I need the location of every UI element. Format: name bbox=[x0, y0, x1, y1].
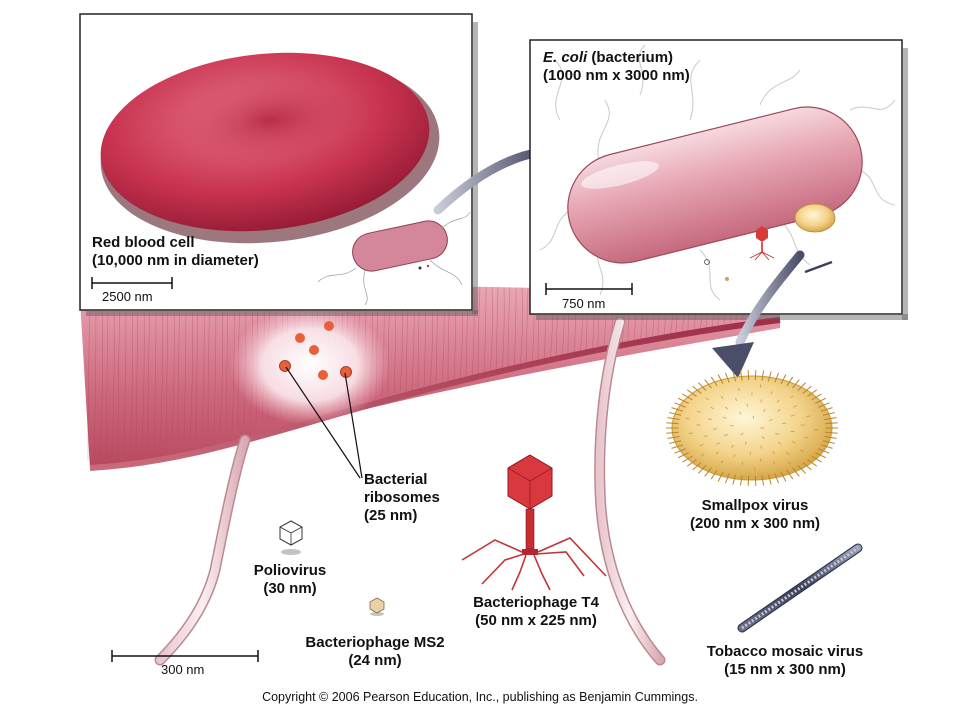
cell-wall-band bbox=[80, 285, 781, 471]
bacteriophage-ms2-label-line1: Bacteriophage MS2 bbox=[305, 634, 445, 651]
ecoli-label-size: (1000 nm x 3000 nm) bbox=[543, 67, 690, 84]
bacteriophage-t4-label-line2: (50 nm x 225 nm) bbox=[475, 612, 597, 629]
smallpox-virus bbox=[666, 370, 838, 486]
bacteriophage-t4-label-line1: Bacteriophage T4 bbox=[473, 594, 599, 611]
bacteriophage-ms2-label-line2: (24 nm) bbox=[348, 652, 402, 669]
ribosomes-label: Bacterial ribosomes (25 nm) bbox=[364, 471, 440, 525]
ribosomes-label-line3: (25 nm) bbox=[364, 507, 418, 524]
red-blood-cell-label-line1: Red blood cell bbox=[92, 234, 195, 251]
bacteriophage-ms2-label: Bacteriophage MS2 (24 nm) bbox=[290, 634, 460, 670]
poliovirus-label-line2: (30 nm) bbox=[263, 580, 317, 597]
smallpox-label-line2: (200 nm x 300 nm) bbox=[689, 515, 821, 532]
flagellum-left bbox=[154, 434, 251, 666]
small-smallpox bbox=[794, 203, 836, 233]
ecoli-label: E. coli (bacterium) (1000 nm x 3000 nm) bbox=[543, 49, 690, 85]
zoom-arrow-to-smallpox bbox=[712, 250, 805, 378]
bacteriophage-ms2 bbox=[369, 597, 385, 616]
ribosome-highlight bbox=[230, 305, 390, 425]
poliovirus bbox=[279, 520, 303, 555]
red-blood-cell-label-line2: (10,000 nm in diameter) bbox=[92, 252, 259, 269]
red-blood-cell-panel bbox=[79, 13, 478, 316]
copyright-notice: Copyright © 2006 Pearson Education, Inc.… bbox=[262, 690, 698, 704]
tobacco-mosaic-virus-label: Tobacco mosaic virus (15 nm x 300 nm) bbox=[685, 643, 885, 679]
ecoli-label-type: (bacterium) bbox=[587, 49, 674, 66]
ribosome-leader-lines bbox=[285, 366, 363, 479]
ribosomes-label-line1: Bacterial bbox=[364, 471, 428, 488]
flagellum-right bbox=[594, 316, 666, 666]
scale-label-750nm: 750 nm bbox=[562, 296, 606, 311]
ribosomes-label-line2: ribosomes bbox=[364, 489, 440, 506]
scale-bar-750nm bbox=[545, 283, 633, 295]
scale-bar-2500nm bbox=[91, 277, 173, 289]
small-t4 bbox=[749, 226, 775, 261]
red-blood-cell-label: Red blood cell (10,000 nm in diameter) bbox=[92, 234, 259, 270]
ecoli-panel bbox=[529, 39, 908, 320]
smallpox-label: Smallpox virus (200 nm x 300 nm) bbox=[660, 497, 850, 533]
bacteriophage-t4-label: Bacteriophage T4 (50 nm x 225 nm) bbox=[450, 594, 622, 630]
tobacco-mosaic-virus bbox=[737, 543, 863, 633]
scale-label-300nm: 300 nm bbox=[161, 662, 205, 677]
ecoli-label-species: E. coli bbox=[543, 49, 588, 66]
poliovirus-label-line1: Poliovirus bbox=[253, 562, 327, 579]
ecoli-bacterium bbox=[567, 106, 863, 264]
ecoli-pili bbox=[539, 44, 896, 301]
small-ecoli-in-panel bbox=[317, 211, 471, 306]
bacteriophage-t4 bbox=[461, 454, 607, 591]
tobacco-mosaic-virus-label-line1: Tobacco mosaic virus bbox=[706, 643, 864, 660]
small-tmv bbox=[804, 260, 833, 274]
tobacco-mosaic-virus-label-line2: (15 nm x 300 nm) bbox=[724, 661, 846, 678]
smallpox-label-line1: Smallpox virus bbox=[701, 497, 809, 514]
poliovirus-label: Poliovirus (30 nm) bbox=[230, 562, 350, 598]
scale-label-2500nm: 2500 nm bbox=[102, 289, 153, 304]
scale-bar-300nm bbox=[111, 650, 259, 662]
